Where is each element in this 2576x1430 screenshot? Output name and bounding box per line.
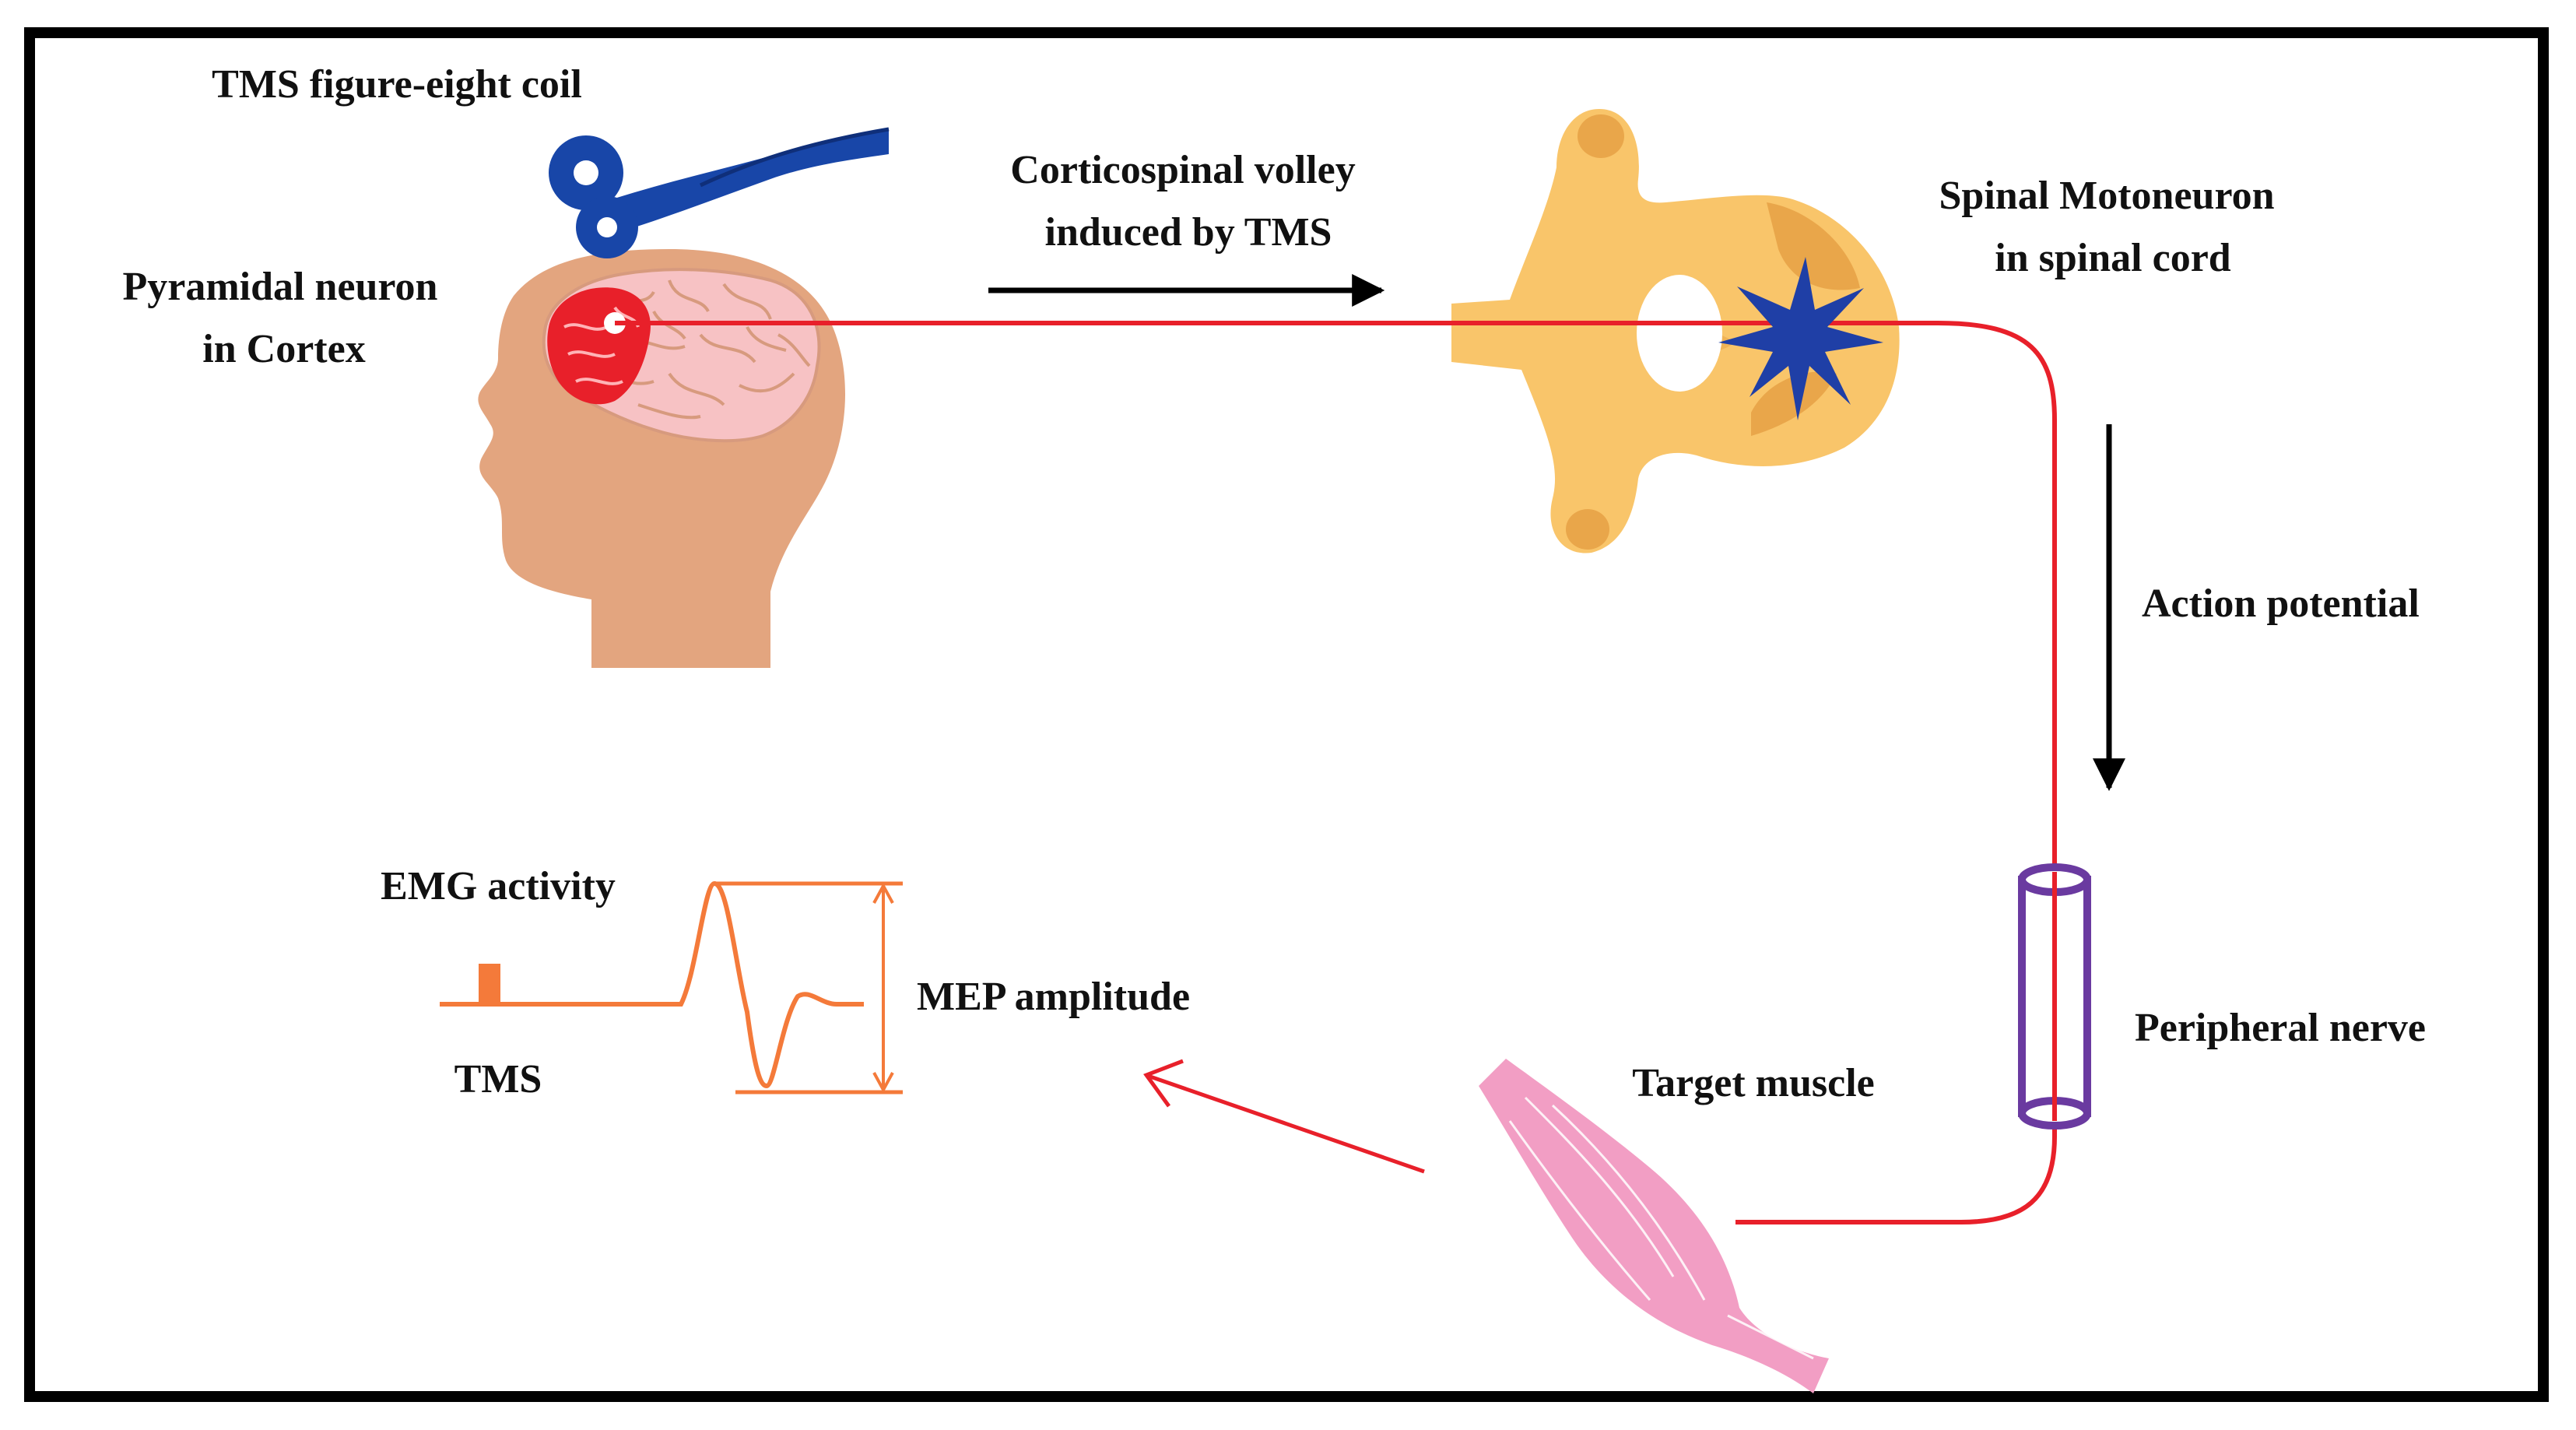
coil-cable bbox=[699, 127, 890, 188]
mep-amplitude-arrow-bottom bbox=[872, 1072, 894, 1094]
head-with-brain-icon bbox=[478, 249, 846, 668]
label-action-potential: Action potential bbox=[2142, 581, 2420, 626]
cortex-active-lines bbox=[563, 306, 640, 385]
coil-hole-upper bbox=[574, 160, 598, 185]
label-pyramidal-line1: Pyramidal neuron bbox=[123, 265, 438, 309]
muscle-fibers bbox=[1508, 1096, 1814, 1360]
mep-waveform bbox=[440, 880, 864, 1089]
label-motoneuron-line2: in spinal cord bbox=[1995, 236, 2230, 280]
spinal-process-tip-upper bbox=[1578, 114, 1624, 158]
muscle-body bbox=[1479, 1059, 1829, 1393]
label-target-muscle: Target muscle bbox=[1632, 1061, 1874, 1105]
label-peripheral-nerve: Peripheral nerve bbox=[2135, 1006, 2426, 1050]
tms-pulse-icon bbox=[479, 964, 500, 1003]
emg-trace bbox=[440, 880, 903, 1094]
spinal-canal bbox=[1637, 275, 1722, 392]
corticospinal-pathway bbox=[615, 321, 2057, 1224]
coil-handle bbox=[607, 131, 889, 234]
muscle-icon bbox=[1479, 1059, 1829, 1393]
label-pyramidal-line2: in Cortex bbox=[202, 327, 365, 371]
label-volley-line2: induced by TMS bbox=[1045, 210, 1332, 255]
spinal-gray-upper bbox=[1767, 202, 1860, 290]
muscle-to-emg-arrowhead bbox=[1143, 1059, 1184, 1108]
label-coil: TMS figure-eight coil bbox=[212, 62, 582, 107]
muscle-to-emg-arrow bbox=[1147, 1073, 1425, 1174]
label-motoneuron-line1: Spinal Motoneuron bbox=[1939, 174, 2274, 218]
spinal-cord-cross-section-icon bbox=[1451, 109, 1900, 553]
spinal-process-tip-lower bbox=[1566, 509, 1609, 550]
label-tms: TMS bbox=[454, 1057, 542, 1101]
label-mep-amplitude: MEP amplitude bbox=[917, 975, 1190, 1019]
mep-amplitude-arrow-top bbox=[872, 882, 894, 904]
spinal-gray-lower bbox=[1751, 371, 1837, 436]
motoneuron-star-icon bbox=[1718, 257, 1883, 420]
figure-eight-coil-icon bbox=[549, 127, 890, 258]
label-volley-line1: Corticospinal volley bbox=[1010, 148, 1355, 192]
label-emg-activity: EMG activity bbox=[381, 864, 616, 908]
peripheral-nerve-icon bbox=[2018, 863, 2091, 1130]
diagram-frame bbox=[24, 27, 2549, 1402]
coil-hole-lower bbox=[597, 217, 617, 237]
